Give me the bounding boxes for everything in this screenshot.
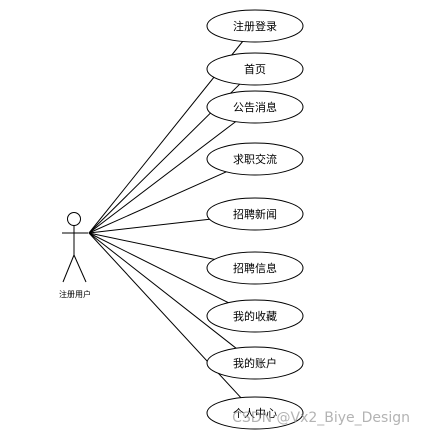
use-case-ellipse — [206, 9, 304, 43]
use-case-ellipse — [206, 52, 304, 86]
use-cases: 注册登录 首页 公告消息 求职交流 招聘新闻 招聘信息 我的收藏 我的账户 — [206, 9, 304, 430]
association-line — [88, 232, 229, 304]
use-case-label: 首页 — [244, 62, 266, 76]
use-case-ellipse — [206, 299, 304, 333]
actor-left-leg — [62, 254, 75, 283]
association-line — [88, 171, 227, 234]
use-case-label: 个人中心 — [233, 407, 277, 420]
use-case-ellipse — [206, 396, 304, 430]
association-line — [88, 232, 215, 260]
use-case-label: 招聘新闻 — [233, 207, 277, 221]
use-case-label: 公告消息 — [233, 100, 277, 114]
use-case-ellipse — [206, 197, 304, 231]
actor-right-leg — [73, 254, 87, 283]
use-case-job-exchange: 求职交流 — [206, 142, 304, 176]
use-case-label: 注册登录 — [233, 19, 277, 33]
use-case-recruitment-news: 招聘新闻 — [206, 197, 304, 231]
actor-head — [67, 212, 81, 226]
use-case-announcements: 公告消息 — [206, 90, 304, 124]
association-line — [88, 121, 237, 234]
use-case-ellipse — [206, 90, 304, 124]
use-case-label: 求职交流 — [233, 152, 277, 166]
use-case-label: 我的收藏 — [233, 309, 277, 323]
use-case-ellipse — [206, 346, 304, 380]
actor-registered-user: 注册用户 — [59, 212, 91, 299]
use-case-register-login: 注册登录 — [206, 9, 304, 43]
use-case-my-favorites: 我的收藏 — [206, 299, 304, 333]
use-case-home: 首页 — [206, 52, 304, 86]
actor-label: 注册用户 — [59, 289, 91, 299]
use-case-ellipse — [206, 142, 304, 176]
use-case-label: 我的账户 — [233, 356, 277, 370]
use-case-recruitment-info: 招聘信息 — [206, 251, 304, 285]
association-line — [88, 232, 237, 349]
watermark: CSDN @Vx2_Biye_Design — [232, 410, 410, 426]
use-case-my-account: 我的账户 — [206, 346, 304, 380]
use-case-ellipse — [206, 251, 304, 285]
use-case-label: 招聘信息 — [233, 261, 277, 275]
use-case-personal-center: 个人中心 — [206, 396, 304, 430]
association-line — [88, 218, 210, 234]
